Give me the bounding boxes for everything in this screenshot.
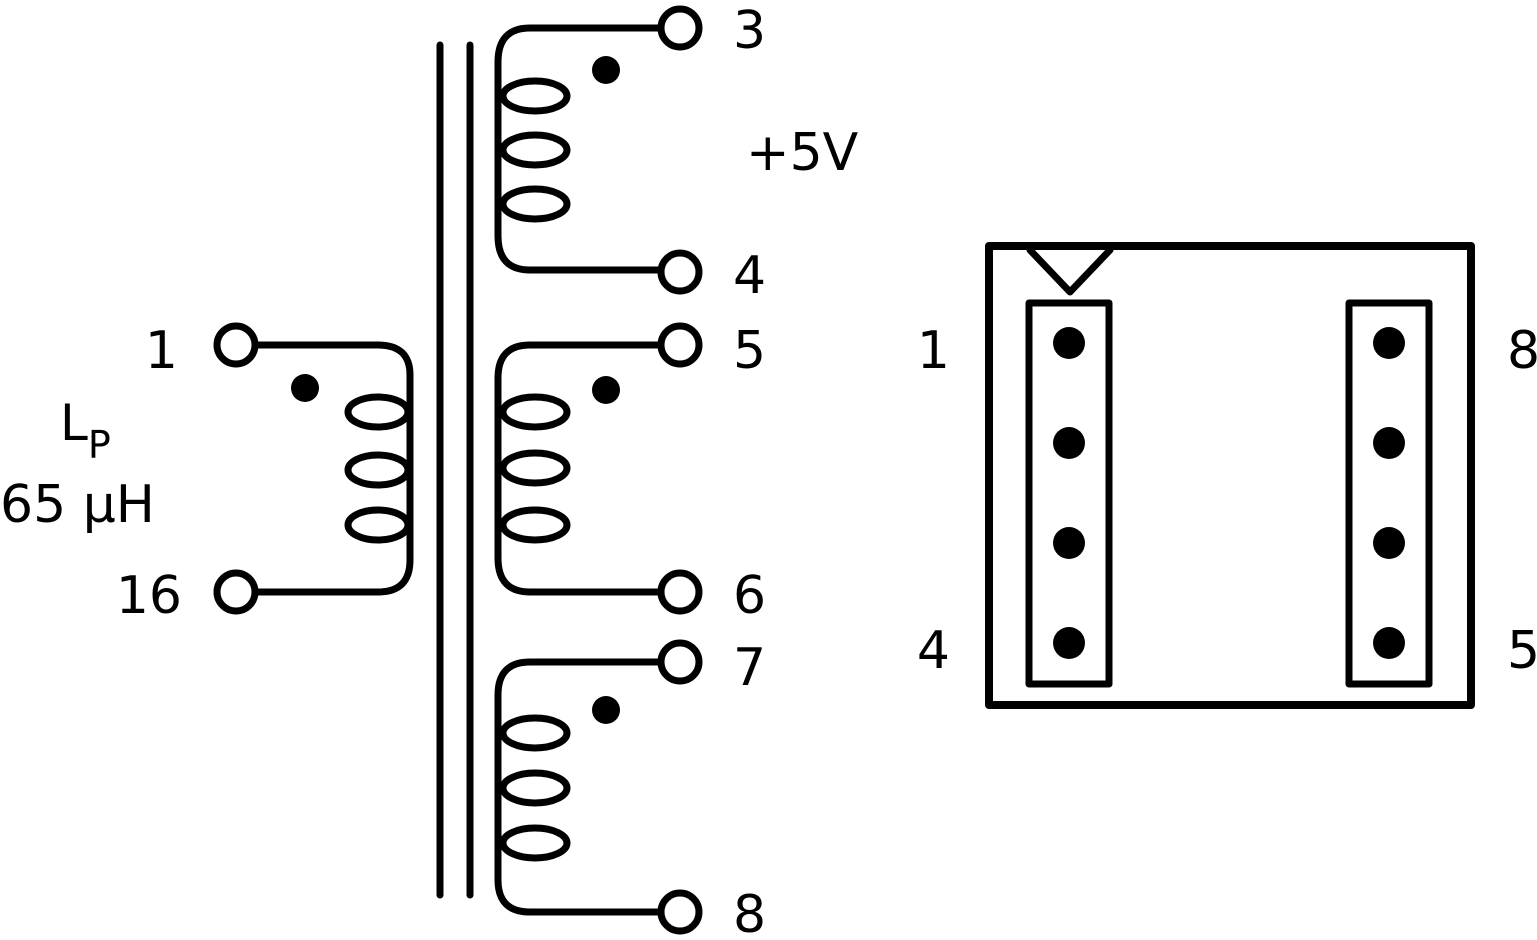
- secondary-terminal-5: [657, 322, 703, 368]
- pin-label-1: 1: [145, 321, 178, 381]
- secondary-terminal-8: [657, 889, 703, 935]
- primary-terminal-1: [213, 322, 259, 368]
- pin-label-16: 16: [116, 566, 182, 626]
- package-pin-left-4: [1053, 627, 1085, 659]
- primary-polarity-dot: [291, 374, 319, 402]
- pin-label-7: 7: [733, 638, 766, 698]
- voltage-label: +5V: [746, 123, 859, 183]
- pin1-notch-marker: [1026, 246, 1114, 296]
- package-pins: [1053, 327, 1405, 659]
- secondary-3-polarity-dot: [592, 696, 620, 724]
- inductance-label: LP: [60, 394, 111, 467]
- pin-label-4: 4: [733, 246, 766, 306]
- package-pin-left-3: [1053, 527, 1085, 559]
- package-pin-right-1: [1373, 327, 1405, 359]
- primary-winding: [254, 341, 414, 596]
- right-pin-row: [1345, 299, 1433, 688]
- package-pin-left-2: [1053, 427, 1085, 459]
- inductance-value: 65 μH: [0, 475, 155, 535]
- left-pin-row: [1025, 299, 1113, 688]
- inductance-symbol: L: [60, 394, 88, 452]
- package-pin-right-3: [1373, 527, 1405, 559]
- pin-label-8: 8: [733, 885, 766, 940]
- package-pin-label-1: 1: [917, 321, 950, 381]
- package-pin-label-8: 8: [1507, 321, 1537, 381]
- secondary-terminal-3: [657, 5, 703, 51]
- package-outline: [985, 242, 1475, 709]
- inductance-subscript: P: [88, 423, 111, 467]
- package-pin-right-2: [1373, 427, 1405, 459]
- secondary-terminal-4: [657, 249, 703, 295]
- package-pin-label-4: 4: [917, 621, 950, 681]
- secondary-winding-2: [494, 341, 662, 596]
- package-pin-label-5: 5: [1507, 621, 1537, 681]
- package-pin-left-1: [1053, 327, 1085, 359]
- secondary-1-polarity-dot: [592, 56, 620, 84]
- pin-label-5: 5: [733, 321, 766, 381]
- primary-terminal-16: [213, 569, 259, 615]
- secondary-winding-1: [494, 24, 662, 274]
- pin-label-3: 3: [733, 1, 766, 61]
- secondary-winding-3: [494, 658, 662, 916]
- secondary-terminal-7: [657, 639, 703, 685]
- pin-label-6: 6: [733, 566, 766, 626]
- secondary-terminal-6: [657, 569, 703, 615]
- secondary-2-polarity-dot: [592, 376, 620, 404]
- package-pin-right-4: [1373, 627, 1405, 659]
- transformer-core: [436, 41, 474, 899]
